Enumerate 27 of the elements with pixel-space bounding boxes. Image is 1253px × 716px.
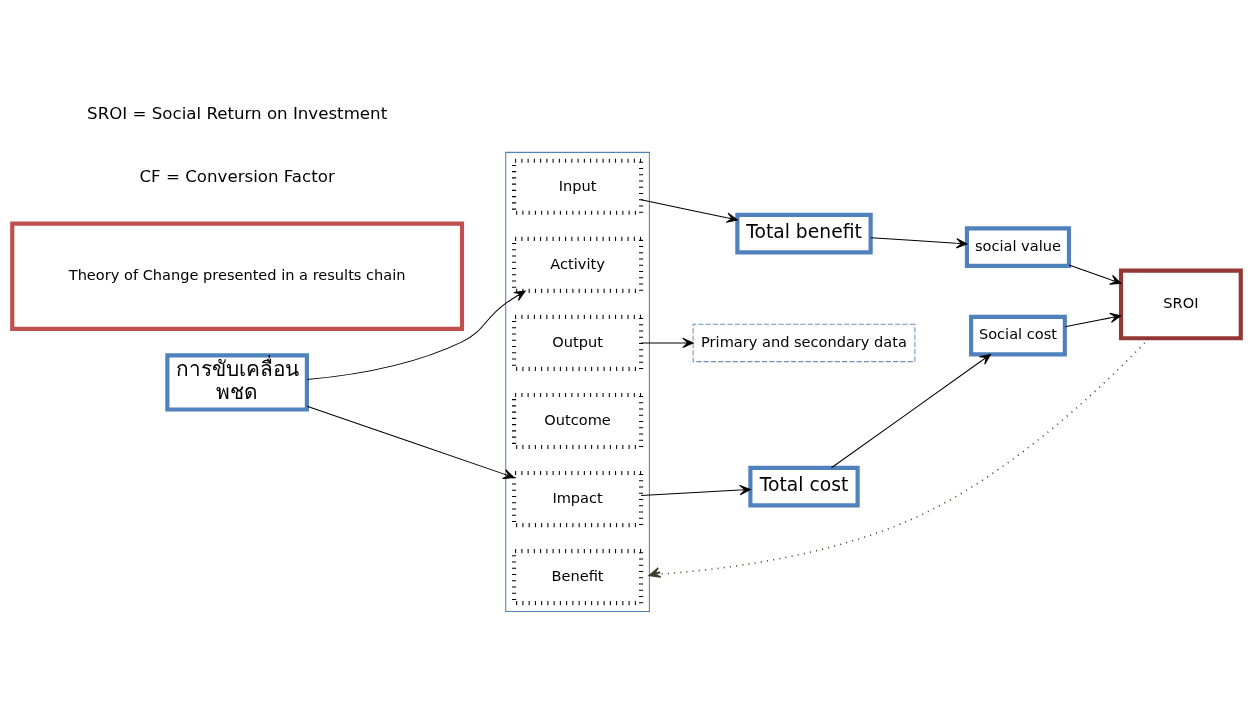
node-box: Total cost bbox=[748, 465, 860, 508]
arrow bbox=[640, 199, 738, 223]
arrow bbox=[830, 353, 992, 469]
arrow bbox=[1068, 264, 1122, 285]
node-box: Output bbox=[511, 314, 644, 371]
arrow bbox=[640, 337, 694, 349]
node-box: Input bbox=[511, 158, 644, 215]
node-box: Social cost bbox=[969, 314, 1067, 357]
cluster bbox=[505, 151, 650, 613]
arrow bbox=[648, 337, 1150, 578]
arrow bbox=[640, 484, 751, 497]
arrow bbox=[306, 290, 526, 381]
arrow bbox=[1064, 312, 1122, 328]
label: SROI = Social Return on Investment bbox=[87, 103, 388, 123]
node-box: Outcome bbox=[511, 392, 644, 450]
node-box: SROI bbox=[1118, 268, 1243, 341]
node-box: social value bbox=[964, 226, 1072, 268]
node-box: Impact bbox=[511, 470, 644, 528]
node-box: Theory of Change presented in a results chain bbox=[10, 221, 465, 331]
node-box: Activity bbox=[511, 236, 644, 293]
node-box: Benefit bbox=[511, 549, 644, 606]
node-box: Total benefit bbox=[735, 212, 873, 255]
node-box: Primary and secondary data bbox=[692, 323, 916, 363]
arrow bbox=[306, 405, 515, 480]
node-box: การขับเคลื่อน พชด bbox=[165, 353, 309, 412]
arrow bbox=[870, 237, 968, 249]
label: CF = Conversion Factor bbox=[139, 167, 335, 187]
